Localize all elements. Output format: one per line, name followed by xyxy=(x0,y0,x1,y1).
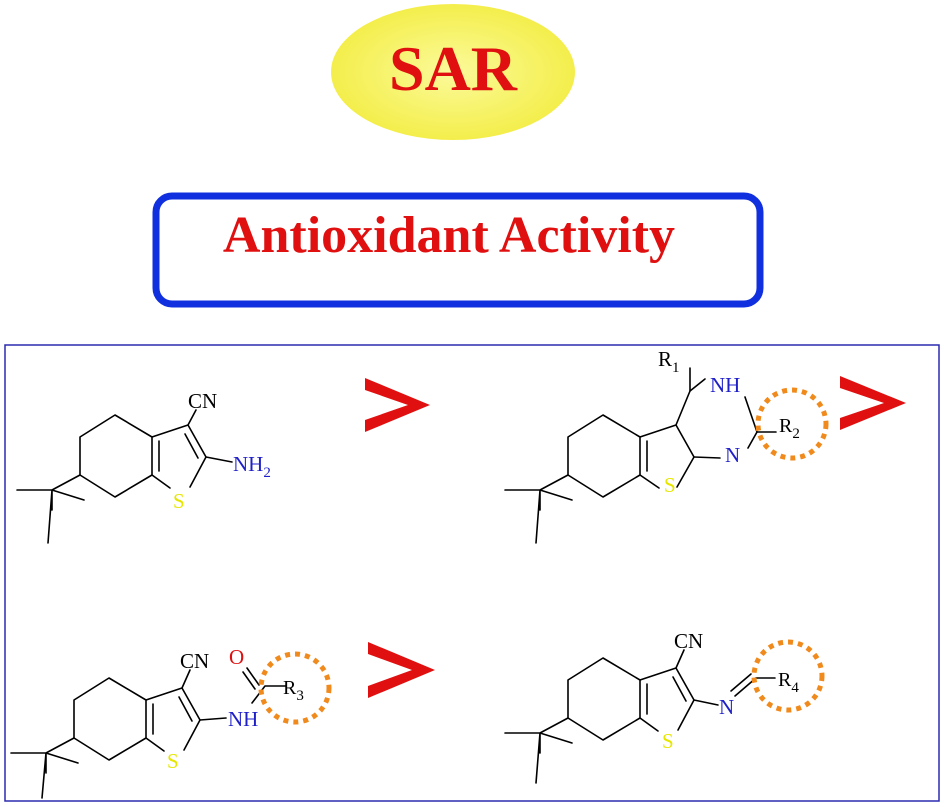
atom-sulfur: S xyxy=(664,473,676,497)
atom-r3: R3 xyxy=(283,677,304,704)
title-badge: SAR xyxy=(331,4,575,140)
atom-r4-sub: 4 xyxy=(791,680,799,696)
cyclohexane-ring xyxy=(73,677,147,761)
atom-sulfur: S xyxy=(173,489,185,513)
cyclohexane-ring xyxy=(567,657,641,741)
compound-panel xyxy=(4,344,940,802)
atom-nh2-sub: 2 xyxy=(263,465,271,481)
atom-r2-sub: 2 xyxy=(792,426,800,442)
atom-sulfur: S xyxy=(662,729,674,753)
atom-oxygen: O xyxy=(229,645,244,669)
atom-r2-main: R xyxy=(779,415,793,437)
greater-than-symbol-2 xyxy=(840,376,906,430)
atom-cn-c: CN xyxy=(674,629,703,653)
subtitle-text: Antioxidant Activity xyxy=(223,207,675,264)
cn-bond xyxy=(181,669,191,689)
r4-highlight-ring xyxy=(751,639,825,713)
atom-cn-c: CN xyxy=(180,649,209,673)
carbonyl-double-bond xyxy=(246,667,260,686)
carbonyl-double-bond-2 xyxy=(242,671,256,690)
atom-cn-c: CN xyxy=(188,389,217,413)
atom-nh: NH xyxy=(710,373,740,397)
tert-butyl-group xyxy=(504,717,573,784)
atom-r1-sub: 1 xyxy=(672,360,680,376)
nh2-bond xyxy=(205,456,233,463)
atom-n: N xyxy=(719,695,734,719)
tert-butyl-group xyxy=(16,474,85,544)
thiophene-ring xyxy=(639,667,695,732)
atom-r4-main: R xyxy=(778,669,792,691)
title-text: SAR xyxy=(389,33,518,104)
atom-r3-sub: 3 xyxy=(296,688,304,704)
thiophene-ring xyxy=(639,424,695,489)
tert-butyl-group xyxy=(10,737,79,799)
cn-bond xyxy=(187,409,197,426)
thiophene-ring xyxy=(151,424,207,489)
compound-thienopyrimidine: R1 NH N S R2 xyxy=(504,347,829,544)
compound-amide: CN O NH S R3 xyxy=(10,645,332,799)
cyclohexane-ring xyxy=(79,414,153,498)
thiophene-double-bond xyxy=(672,676,687,702)
atom-sulfur: S xyxy=(167,749,179,773)
amide-bond xyxy=(251,685,287,704)
subtitle-frame xyxy=(152,192,764,308)
atom-r3-main: R xyxy=(283,677,297,699)
atom-r4: R4 xyxy=(778,669,799,696)
imine-single-bond xyxy=(693,699,719,706)
cn-bond xyxy=(675,649,685,669)
atom-r2: R2 xyxy=(779,415,800,442)
imine-double-bond-2 xyxy=(730,673,752,692)
r2-highlight-ring xyxy=(755,387,829,461)
atom-nh: NH xyxy=(228,707,258,731)
atom-nh2-main: NH xyxy=(233,452,263,476)
compound-imine: CN N S R4 xyxy=(504,629,825,784)
atom-r1-main: R xyxy=(658,347,672,371)
thiophene-ring xyxy=(145,687,201,752)
thiophene-double-bond xyxy=(178,696,193,722)
title-ellipse xyxy=(331,4,575,140)
compound-aminothiophene: CN NH2 S xyxy=(16,389,271,544)
greater-than-symbol-3 xyxy=(368,642,435,698)
nh-bond xyxy=(199,717,227,721)
atom-r1: R1 xyxy=(658,347,680,376)
atom-nh2: NH2 xyxy=(233,452,271,481)
subtitle-box: Antioxidant Activity xyxy=(152,192,764,308)
thiophene-double-bond xyxy=(184,433,199,459)
tert-butyl-group xyxy=(504,474,573,544)
cyclohexane-ring xyxy=(567,414,641,498)
atom-n: N xyxy=(725,443,740,467)
r3-highlight-ring xyxy=(258,651,332,725)
greater-than-symbol-1 xyxy=(365,378,430,432)
